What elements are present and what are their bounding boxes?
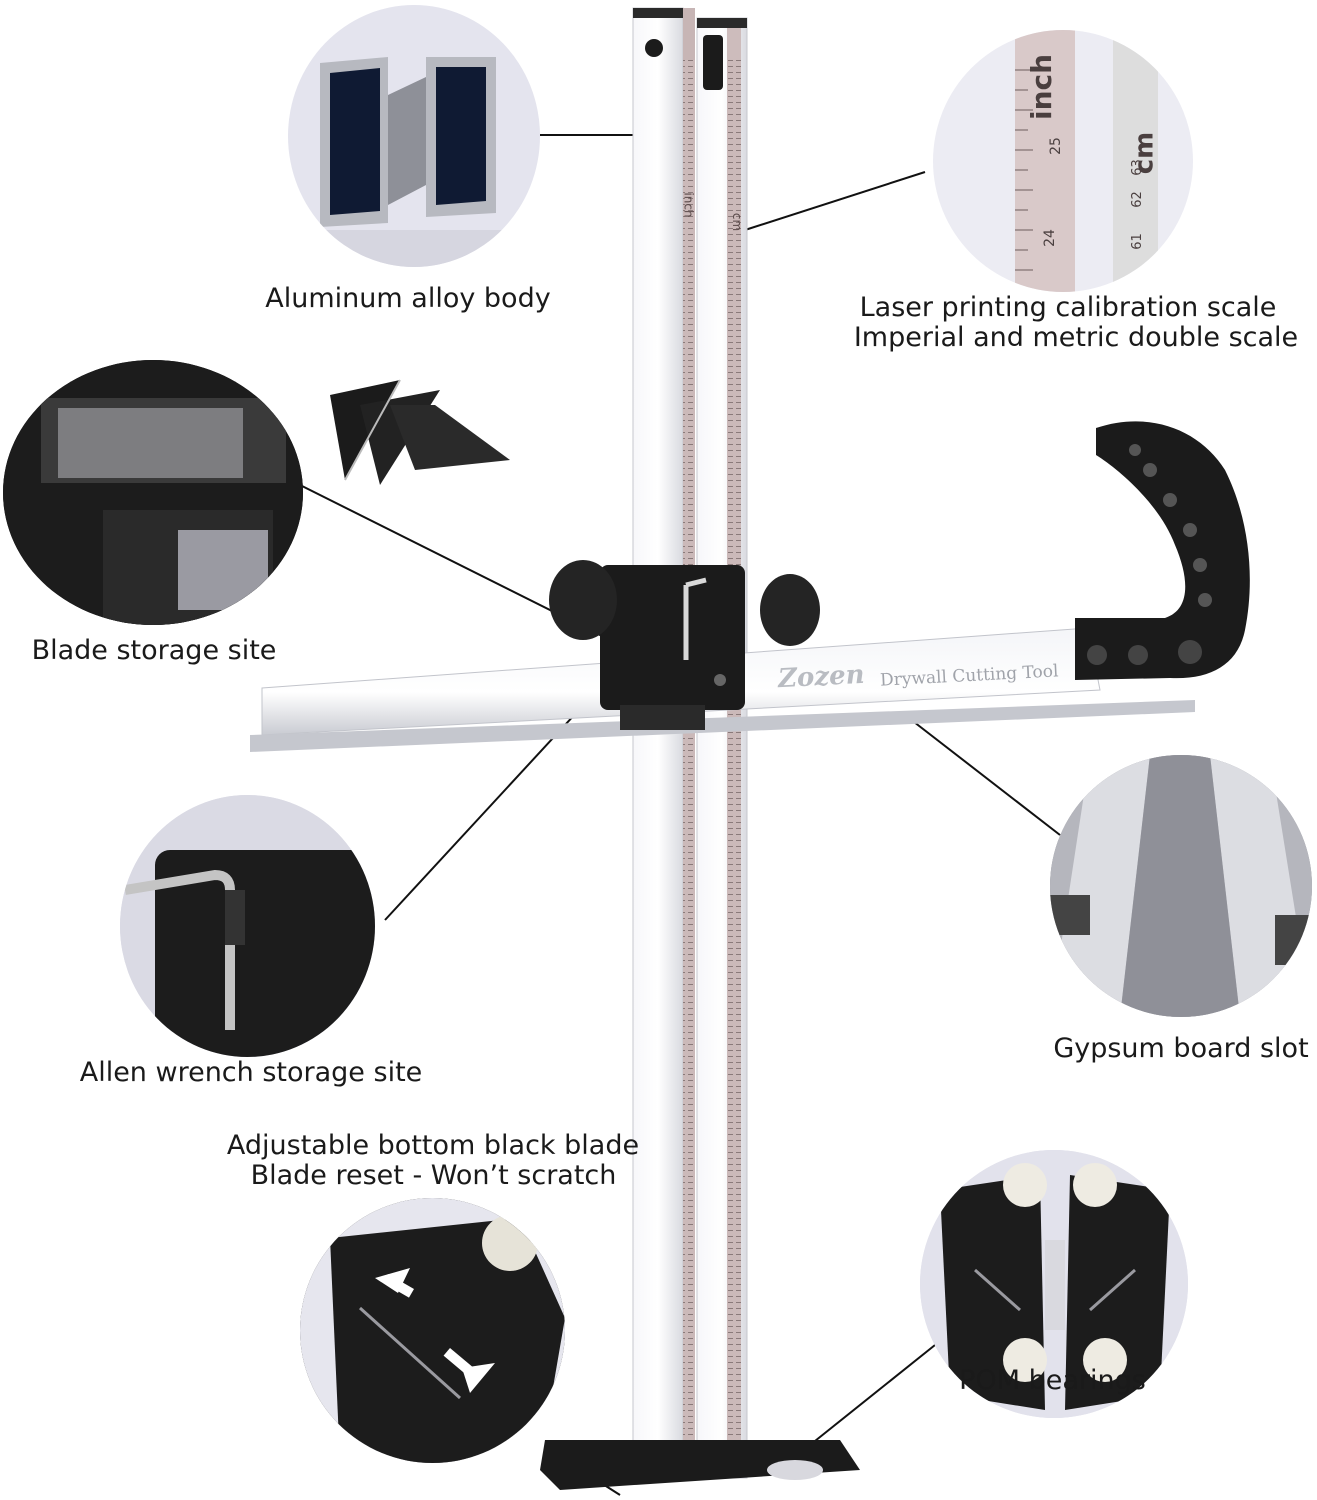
label-allen-wrench-storage-site: Allen wrench storage site [79,1057,423,1088]
spare-blades [330,379,510,485]
label-adjustable-line2: Blade reset - Won’t scratch [250,1160,617,1191]
closeup-cm-number-62: 62 [1129,191,1145,208]
laser-scale-closeup: inch 25 24 cm 63 62 61 [933,30,1193,292]
blade-storage-closeup [3,360,303,625]
closeup-cm-number-61: 61 [1129,233,1145,250]
rail-inch-label: inch [681,192,696,218]
aluminum-profile-closeup [288,5,540,267]
closeup-inch-number: 25 [1047,137,1064,155]
closeup-inch-number-2: 24 [1041,229,1058,247]
allen-wrench-closeup [120,795,375,1057]
label-adjustable-line1: Adjustable bottom black blade [226,1130,640,1161]
label-pom-bearings: POM bearings [959,1365,1146,1396]
label-blade-storage-site: Blade storage site [31,635,277,666]
closeup-cm-number-63: 63 [1129,159,1145,176]
leader-pom [809,1344,936,1446]
closeup-inch-unit: inch [1025,53,1058,120]
label-laser-scale-line1: Laser printing calibration scale [859,292,1277,323]
label-laser-scale-line2: Imperial and metric double scale [853,322,1299,353]
label-aluminum-alloy-body: Aluminum alloy body [265,283,551,314]
leader-gypsum [904,714,1061,836]
adjustable-blade-closeup [300,1198,565,1463]
pom-bearings-closeup [920,1150,1188,1418]
leader-laser [744,171,926,231]
label-gypsum-board-slot: Gypsum board slot [1053,1033,1309,1064]
gypsum-slot-closeup [1050,755,1312,1017]
rail-cm-label: cm [730,212,745,232]
brand-logo: Zozen [777,659,866,695]
